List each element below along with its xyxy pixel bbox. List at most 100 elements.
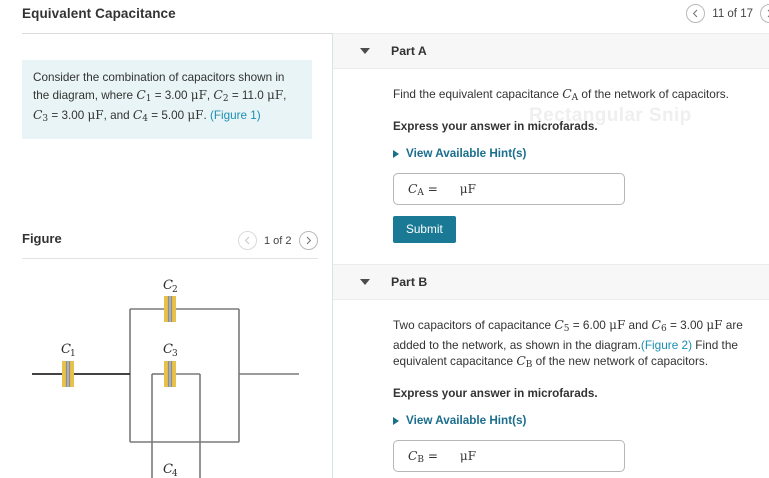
c2-subscript: 2 [222, 93, 229, 104]
part-b-and: and [625, 318, 652, 332]
part-b-instruction: Express your answer in microfarads. [393, 387, 598, 400]
part-b-body: Two capacitors of capacitance C5 = 6.00 … [333, 317, 769, 472]
part-a-answer-label: CA = [408, 182, 438, 198]
part-b-q-pre: Two capacitors of capacitance [393, 318, 555, 332]
capacitor-c3 [164, 361, 176, 387]
circuit-diagram: C 1 C 2 C 3 C 4 [22, 267, 322, 478]
c5-subscript: 5 [563, 324, 570, 334]
c4-subscript: 4 [142, 114, 149, 124]
c1-subscript: 1 [145, 93, 152, 104]
unit-5: μF [609, 318, 626, 332]
circuit-leads [32, 373, 130, 375]
part-b-label: Part B [391, 275, 428, 289]
part-a-answer-unit: μF [459, 182, 476, 196]
unit-6: μF [706, 318, 723, 332]
problem-pager: 11 of 17 [686, 4, 769, 23]
problem-statement: Consider the combination of capacitors s… [22, 60, 312, 139]
part-b-header[interactable]: Part B [333, 264, 769, 300]
figure-title: Figure [22, 231, 62, 246]
unit-2: μF [267, 87, 284, 102]
part-a-submit-button[interactable]: Submit [393, 216, 456, 243]
c4-symbol: C [132, 108, 143, 122]
figure-next-button[interactable] [298, 231, 318, 250]
figure-1-link[interactable]: (Figure 1) [209, 109, 261, 122]
c3-equals: = [48, 109, 59, 122]
c3-symbol: C [33, 108, 43, 122]
figure-pager: 1 of 2 [238, 231, 318, 250]
label-c4: C [163, 462, 173, 477]
part-a-question-post: of the network of capacitors. [578, 87, 729, 101]
label-c3-sub: 3 [172, 349, 178, 359]
c3-value: 3.00 [61, 109, 88, 122]
caret-down-icon[interactable] [360, 279, 370, 285]
c5-value: = 6.00 [569, 318, 610, 332]
figure-2-link[interactable]: (Figure 2) [640, 338, 693, 352]
figure-prev-button[interactable] [238, 231, 257, 250]
part-a-instruction: Express your answer in microfarads. [393, 120, 598, 133]
page-title: Equivalent Capacitance [22, 6, 176, 21]
label-c1-sub: 1 [70, 349, 76, 359]
caret-right-icon [393, 149, 399, 158]
c2-value: = 11.0 [228, 88, 268, 102]
c1-value: = 3.00 [151, 88, 191, 102]
figure-divider [22, 258, 318, 259]
chevron-right-icon [306, 236, 311, 245]
cb-subscript: B [525, 360, 533, 370]
and-text: , and [103, 109, 133, 122]
statement-line-1: Consider the combination of capacitors s… [33, 71, 285, 102]
part-a-answer-field[interactable]: CA = μF [393, 173, 625, 205]
caret-down-icon[interactable] [360, 48, 370, 54]
prev-problem-button[interactable] [686, 4, 706, 23]
chevron-left-icon [693, 9, 698, 18]
part-a-question: Find the equivalent capacitance CA of th… [393, 86, 759, 106]
right-column: Part A Find the equivalent capacitance C… [333, 33, 769, 478]
figure-pager-label: 1 of 2 [264, 234, 292, 247]
top-bar: Equivalent Capacitance 11 of 17 [0, 0, 769, 32]
cb-symbol: C [516, 354, 526, 368]
part-b-q-mid: are added to the network, as shown in th… [393, 318, 743, 352]
part-a-hints-toggle[interactable]: View Available Hint(s) [393, 147, 759, 160]
ca-symbol: C [562, 87, 572, 101]
part-b-q-end: of the new network of capacitors. [532, 354, 709, 368]
unit-4: μF [187, 108, 204, 122]
part-a-label: Part A [391, 44, 427, 58]
c4-value: = 5.00 [148, 109, 188, 122]
capacitor-labels: C 1 C 2 C 3 C 4 [61, 278, 178, 478]
part-b-answer-field[interactable]: CB = μF [393, 440, 625, 472]
part-b-answer-label: CB = [408, 449, 438, 465]
c2-symbol: C [213, 87, 223, 102]
statement-line-2: diagram, where [52, 88, 137, 102]
chevron-left-icon [244, 236, 250, 245]
capacitor-c1 [62, 361, 74, 387]
label-c4-sub: 4 [172, 469, 178, 478]
next-problem-button[interactable] [760, 4, 769, 23]
part-a-hints-label: View Available Hint(s) [406, 147, 527, 160]
c3-subscript: 3 [42, 114, 49, 124]
c5-symbol: C [554, 318, 564, 332]
part-a-question-pre: Find the equivalent capacitance [393, 87, 563, 101]
part-a-header[interactable]: Part A [333, 33, 769, 69]
c1-symbol: C [136, 87, 146, 102]
unit-1: μF [190, 87, 207, 102]
caret-right-icon [393, 416, 399, 425]
c6-subscript: 6 [660, 324, 667, 334]
c6-symbol: C [651, 318, 661, 332]
part-b-question: Two capacitors of capacitance C5 = 6.00 … [393, 317, 759, 373]
part-b-hints-toggle[interactable]: View Available Hint(s) [393, 414, 759, 427]
column-divider [332, 33, 333, 478]
c6-value: = 3.00 [666, 318, 707, 332]
ca-subscript: A [571, 93, 579, 103]
unit-3: μF [87, 108, 104, 122]
label-c2-sub: 2 [172, 285, 178, 295]
capacitor-c2 [164, 296, 176, 322]
problem-pager-label: 11 of 17 [712, 7, 753, 20]
circuit-svg: C 1 C 2 C 3 C 4 [32, 278, 299, 478]
part-b-answer-unit: μF [459, 449, 477, 463]
label-c3: C [163, 342, 173, 357]
part-b-hints-label: View Available Hint(s) [406, 414, 527, 427]
circuit-wires [32, 308, 299, 478]
label-c2: C [163, 278, 173, 293]
part-a-body: Find the equivalent capacitance CA of th… [333, 86, 769, 243]
label-c1: C [61, 342, 71, 357]
